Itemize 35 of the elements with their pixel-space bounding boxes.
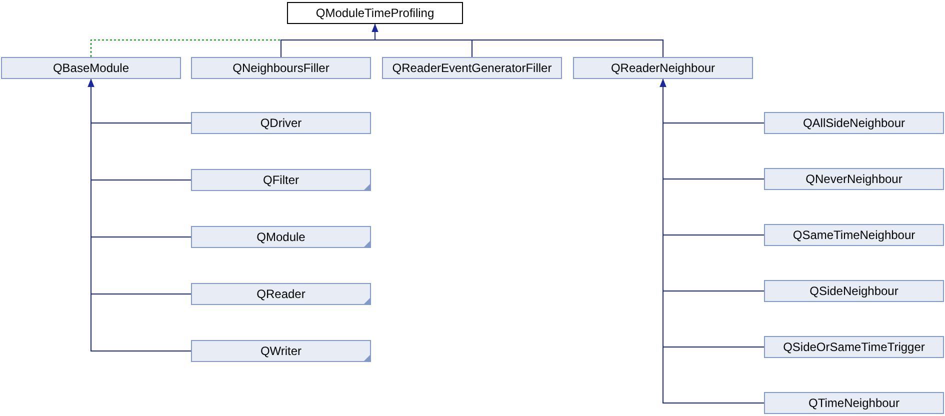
class-box <box>191 57 371 79</box>
class-name: QAllSideNeighbour <box>802 116 906 130</box>
class-name: QModule <box>256 230 306 244</box>
class-box <box>191 169 371 191</box>
class-box <box>573 57 753 79</box>
class-box <box>1 57 181 79</box>
inheritance-arrow <box>660 78 764 404</box>
class-name: QModuleTimeProfiling <box>316 6 434 20</box>
class-name: QFilter <box>263 173 299 187</box>
class-box <box>191 283 371 305</box>
class-name: QNeighboursFiller <box>232 61 330 75</box>
class-box <box>764 280 944 302</box>
class-name: QSideNeighbour <box>810 284 898 298</box>
class-name: QReaderNeighbour <box>610 61 716 75</box>
class-box <box>764 112 944 134</box>
class-box <box>191 226 371 248</box>
class-box <box>764 168 944 190</box>
class-name: QReader <box>256 287 306 301</box>
class-box <box>191 112 371 134</box>
class-box <box>382 57 562 79</box>
class-box <box>191 340 371 362</box>
class-name: QDriver <box>260 116 302 130</box>
inheritance-arrow <box>372 24 664 58</box>
class-name: QReaderEventGeneratorFiller <box>392 61 552 75</box>
class-name: QWriter <box>260 344 302 358</box>
class-name: QSameTimeNeighbour <box>792 228 916 242</box>
class-box <box>764 224 944 246</box>
class-box <box>287 2 463 24</box>
class-name: QTimeNeighbour <box>808 396 900 410</box>
inheritance-arrow <box>88 78 192 352</box>
class-name: QNeverNeighbour <box>806 172 902 186</box>
class-name: QSideOrSameTimeTrigger <box>783 340 925 354</box>
class-box <box>764 392 944 414</box>
class-name: QBaseModule <box>52 61 130 75</box>
class-box <box>764 336 944 358</box>
